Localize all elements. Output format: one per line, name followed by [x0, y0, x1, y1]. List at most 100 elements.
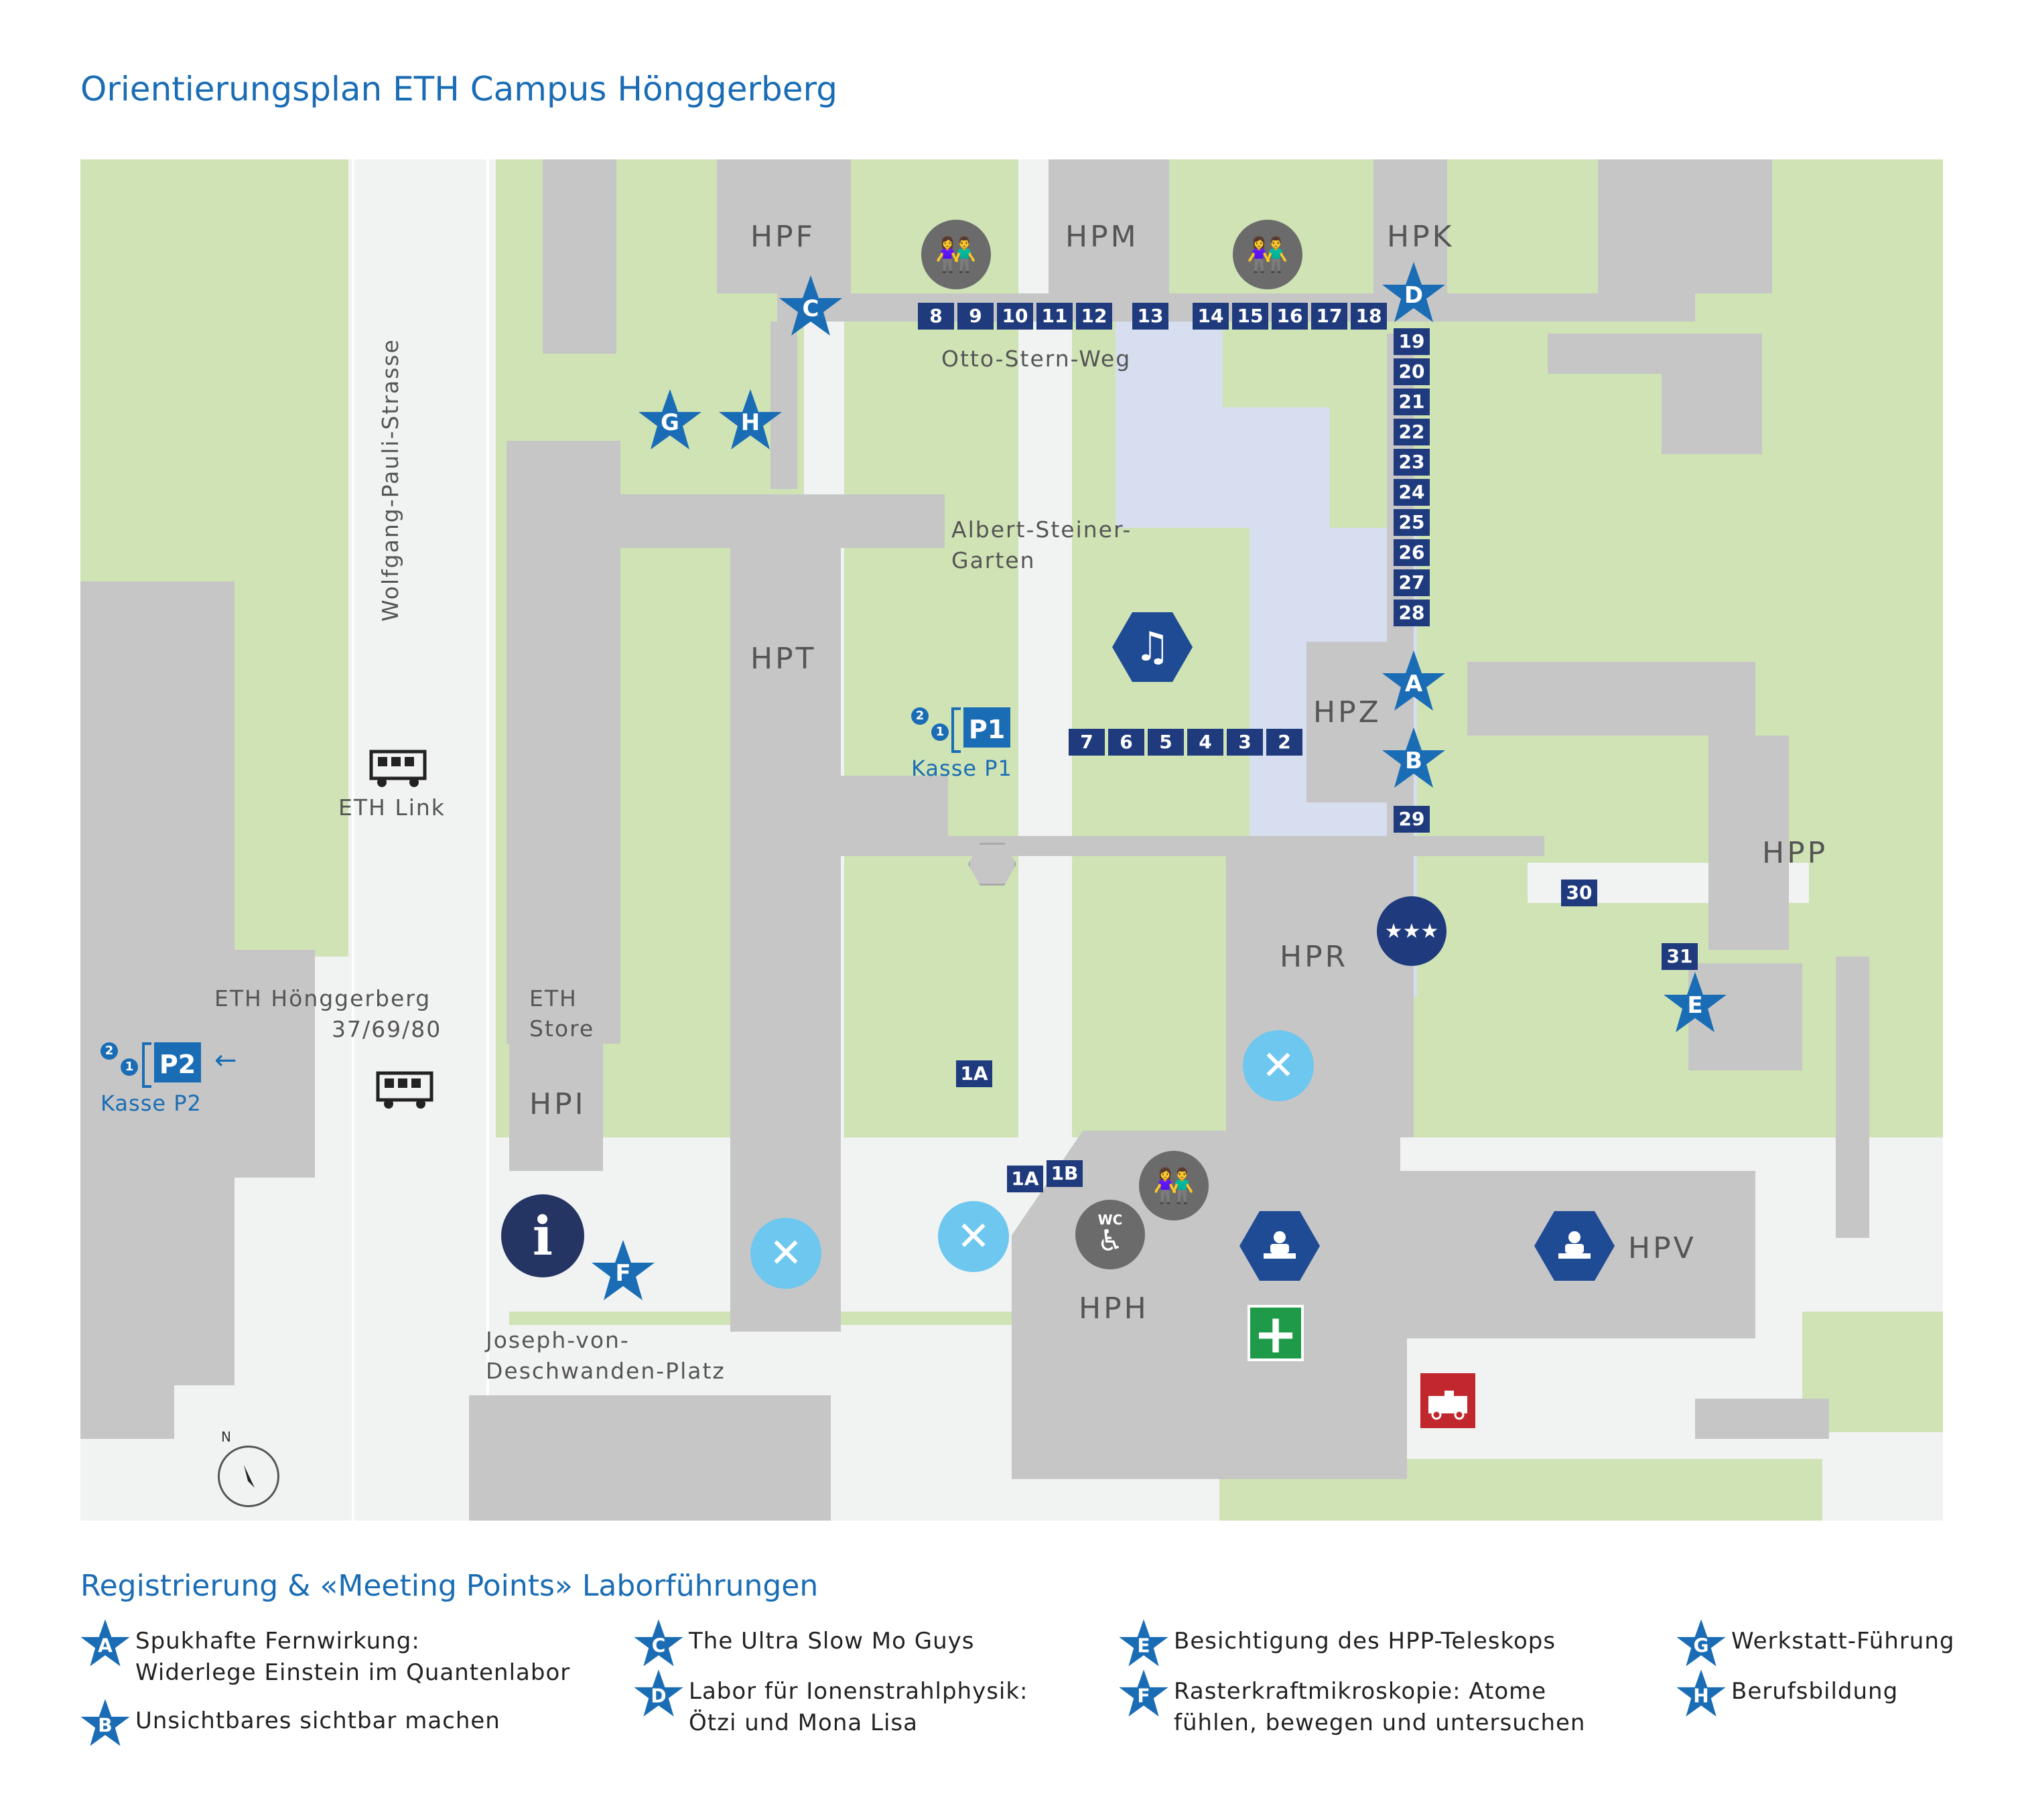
legend-star-b: B — [80, 1699, 130, 1746]
green-area — [234, 581, 348, 957]
room-1b[interactable]: 1B — [1047, 1160, 1083, 1187]
first-aid-icon: + — [1248, 1305, 1304, 1361]
label-hph: HPH — [1079, 1291, 1149, 1326]
room-6[interactable]: 6 — [1108, 729, 1144, 756]
room-20[interactable]: 20 — [1394, 358, 1430, 385]
room-29[interactable]: 29 — [1394, 806, 1430, 833]
store-label-line1: ETH — [529, 985, 578, 1011]
star-marker-e[interactable]: E — [1662, 970, 1729, 1037]
room-1a[interactable]: 1A — [1007, 1166, 1043, 1192]
wolfgang-pauli-strasse-road — [352, 159, 489, 1521]
info-icon[interactable]: i — [501, 1194, 584, 1277]
green-area — [80, 159, 348, 581]
label-hpr: HPR — [1280, 940, 1349, 974]
room-28[interactable]: 28 — [1394, 600, 1430, 626]
legend-star-h: H — [1676, 1669, 1726, 1717]
room-25[interactable]: 25 — [1394, 509, 1430, 536]
legend-f-line1: Rasterkraftmikroskopie: Atome — [1174, 1678, 1547, 1705]
room-7[interactable]: 7 — [1069, 729, 1105, 756]
parking-level-2: 2 — [100, 1042, 118, 1060]
legend-star-e: E — [1119, 1619, 1168, 1667]
arrow-left-icon: ← — [214, 1045, 238, 1076]
road — [348, 159, 496, 1521]
building — [1598, 159, 1772, 293]
room-1a[interactable]: 1A — [956, 1060, 992, 1087]
legend-d-line2: Ötzi und Mona Lisa — [689, 1709, 918, 1736]
room-11[interactable]: 11 — [1036, 303, 1073, 330]
page-title: Orientierungsplan ETH Campus Hönggerberg — [80, 70, 837, 109]
toilets-icon: 👫 — [1139, 1151, 1209, 1220]
room-8[interactable]: 8 — [918, 303, 954, 330]
platz-name-line2: Deschwanden-Platz — [486, 1358, 726, 1384]
room-4[interactable]: 4 — [1187, 729, 1223, 756]
building — [543, 159, 616, 354]
room-21[interactable]: 21 — [1394, 389, 1430, 415]
room-9[interactable]: 9 — [957, 303, 994, 330]
legend-f-line2: fühlen, bewegen und untersuchen — [1174, 1709, 1586, 1736]
svg-text:A: A — [1405, 671, 1423, 697]
building — [1467, 662, 1755, 736]
room-27[interactable]: 27 — [1394, 569, 1430, 596]
parking-bracket — [142, 1042, 151, 1088]
room-23[interactable]: 23 — [1394, 449, 1430, 476]
stars-show-icon: ★★★ — [1377, 896, 1447, 966]
parking-level-1: 1 — [931, 723, 949, 741]
room-18[interactable]: 18 — [1351, 303, 1387, 330]
label-hpp: HPP — [1762, 836, 1828, 870]
room-22[interactable]: 22 — [1394, 419, 1430, 445]
star-marker-c[interactable]: C — [777, 273, 844, 340]
corridor — [770, 322, 797, 489]
legend-g: Werkstatt-Führung — [1731, 1628, 1955, 1655]
room-3[interactable]: 3 — [1227, 729, 1263, 756]
room-row-top-a: 8 9 10 11 12 — [918, 303, 1112, 330]
svg-text:D: D — [651, 1685, 666, 1707]
building-hpm — [1049, 159, 1169, 293]
building — [1695, 1399, 1829, 1439]
building-hpf — [717, 159, 851, 293]
bus-icon — [369, 750, 427, 787]
kasse-p2-label: Kasse P2 — [100, 1091, 202, 1116]
svg-text:E: E — [1137, 1634, 1150, 1657]
building — [1347, 1171, 1501, 1338]
room-5[interactable]: 5 — [1148, 729, 1184, 756]
room-10[interactable]: 10 — [997, 303, 1033, 330]
toilets-icon: 👫 — [921, 220, 991, 289]
room-19[interactable]: 19 — [1394, 328, 1430, 355]
star-marker-d[interactable]: D — [1380, 260, 1447, 327]
room-16[interactable]: 16 — [1272, 303, 1308, 330]
svg-text:B: B — [98, 1714, 112, 1736]
room-26[interactable]: 26 — [1394, 539, 1430, 566]
reception-icon — [1534, 1211, 1615, 1281]
parking-bracket — [951, 707, 961, 753]
star-marker-b[interactable]: B — [1380, 725, 1447, 792]
star-marker-g[interactable]: G — [636, 387, 703, 454]
svg-text:G: G — [1693, 1634, 1708, 1657]
parking-p1[interactable]: P1 — [963, 707, 1010, 748]
room-row-top-b: 13 — [1132, 303, 1168, 330]
label-hpz: HPZ — [1313, 695, 1382, 729]
room-30[interactable]: 30 — [1561, 880, 1597, 906]
bus-lines: 37/69/80 — [332, 1016, 442, 1042]
star-marker-a[interactable]: A — [1380, 648, 1447, 715]
room-24[interactable]: 24 — [1394, 479, 1430, 506]
room-31[interactable]: 31 — [1662, 943, 1698, 970]
svg-text:D: D — [1404, 282, 1423, 309]
legend-c: The Ultra Slow Mo Guys — [689, 1628, 975, 1655]
svg-text:E: E — [1687, 992, 1702, 1019]
building — [1662, 334, 1762, 454]
room-2[interactable]: 2 — [1266, 729, 1302, 756]
room-15[interactable]: 15 — [1232, 303, 1268, 330]
legend-star-a: A — [80, 1619, 130, 1667]
room-14[interactable]: 14 — [1193, 303, 1229, 330]
toilets-icon: 👫 — [1233, 220, 1302, 289]
eth-link-label: ETH Link — [338, 794, 446, 821]
kasse-p1-label: Kasse P1 — [911, 756, 1012, 781]
room-13[interactable]: 13 — [1132, 303, 1168, 330]
star-marker-h[interactable]: H — [717, 387, 784, 454]
room-row-mid: 7 6 5 4 3 2 — [1069, 729, 1302, 756]
room-12[interactable]: 12 — [1076, 303, 1112, 330]
room-17[interactable]: 17 — [1311, 303, 1347, 330]
parking-p2[interactable]: P2 — [154, 1042, 201, 1082]
garden-name-line1: Albert-Steiner- — [951, 516, 1132, 543]
star-marker-f[interactable]: F — [590, 1238, 657, 1305]
